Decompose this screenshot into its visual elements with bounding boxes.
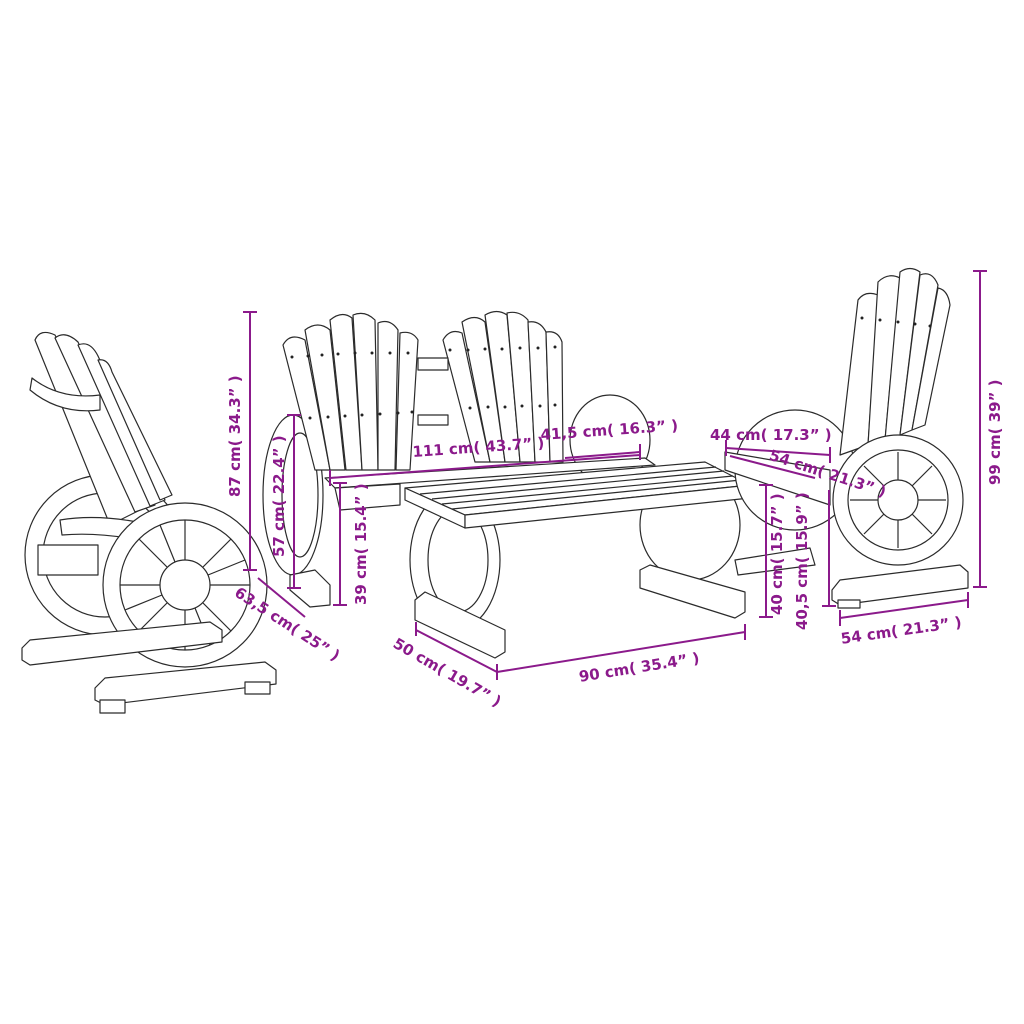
dim-chair-height: 99 cm( 39” ) bbox=[986, 379, 1004, 485]
dim-table-height: 40 cm( 15.7” ) bbox=[768, 493, 786, 615]
dim-bench-height: 87 cm( 34.3” ) bbox=[226, 375, 244, 497]
dim-chair-seat-width: 44 cm( 17.3” ) bbox=[710, 426, 832, 444]
dim-bench-seat-height: 39 cm( 15.4” ) bbox=[352, 483, 370, 605]
dim-chair-seat-height: 40,5 cm( 15.9” ) bbox=[793, 492, 811, 630]
dimension-lines bbox=[243, 270, 987, 680]
bench-illustration bbox=[262, 310, 656, 608]
table-illustration bbox=[404, 461, 751, 659]
left-chair-illustration bbox=[21, 331, 277, 714]
dim-bench-armrest-height: 57 cm( 22.4” ) bbox=[270, 435, 288, 557]
